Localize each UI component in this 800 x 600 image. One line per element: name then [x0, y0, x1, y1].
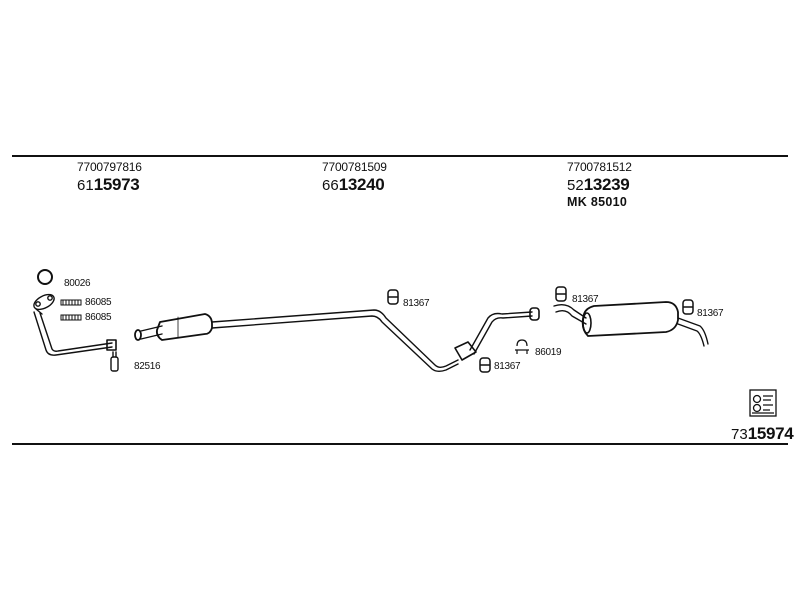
- label-mount-rear-1: 81367: [572, 294, 599, 305]
- front-pipe: [33, 311, 113, 356]
- tail-pipe: [677, 317, 709, 347]
- label-clamp-rear: 86019: [535, 347, 562, 358]
- rubber-mount-icon-mid: [387, 289, 399, 305]
- flange-icon: [33, 293, 55, 315]
- bottom-rule: [12, 443, 788, 445]
- rear-silencer-ref: 5213239: [567, 175, 630, 195]
- complete-kit-ref: 7315974: [731, 424, 794, 444]
- label-mount-mid: 81367: [403, 298, 430, 309]
- middle-silencer-oe-number: 7700781509: [322, 160, 387, 174]
- rubber-mount-icon-rear-2: [682, 299, 694, 315]
- middle-pipe-outlet-clamp: [529, 307, 540, 321]
- front-pipe-ref-code: 15973: [93, 175, 140, 194]
- middle-silencer: [155, 313, 213, 341]
- rubber-mount-icon-low: [479, 357, 491, 373]
- pipe-clamp-icon: [110, 351, 119, 372]
- front-pipe-oe-number: 7700797816: [77, 160, 142, 174]
- rear-silencer-ref-code: 13239: [583, 175, 630, 194]
- middle-silencer-ref-prefix: 66: [322, 177, 339, 194]
- clamp-icon-rear: [515, 339, 529, 354]
- front-pipe-ref: 6115973: [77, 175, 140, 195]
- label-gasket-2: 86085: [85, 312, 112, 323]
- label-mount-low: 81367: [494, 361, 521, 372]
- rubber-mount-icon-rear-1: [555, 286, 567, 302]
- middle-silencer-ref-code: 13240: [338, 175, 385, 194]
- mounting-bracket: [454, 341, 477, 361]
- middle-silencer-ref: 6613240: [322, 175, 385, 195]
- label-mount-rear-2: 81367: [697, 308, 724, 319]
- middle-pipe-inlet: [134, 329, 142, 341]
- complete-kit-ref-prefix: 73: [731, 426, 748, 443]
- rear-inlet-pipe: [553, 303, 587, 325]
- label-sealing-ring: 80026: [64, 278, 91, 289]
- complete-kit-ref-code: 15974: [747, 424, 794, 443]
- mounting-kit-code: MK 85010: [567, 195, 628, 209]
- top-rule: [12, 155, 788, 157]
- rear-silencer-ref-prefix: 52: [567, 177, 584, 194]
- front-pipe-ref-prefix: 61: [77, 177, 94, 194]
- kit-symbol-icon: [749, 389, 777, 417]
- gasket-icon-1: [60, 299, 82, 306]
- rear-silencer: [581, 301, 679, 337]
- sealing-ring-icon: [37, 269, 53, 285]
- gasket-icon-2: [60, 314, 82, 321]
- label-gasket-1: 86085: [85, 297, 112, 308]
- label-pipe-clamp: 82516: [134, 361, 161, 372]
- front-pipe-clamp: [106, 339, 117, 351]
- rear-silencer-oe-number: 7700781512: [567, 160, 632, 174]
